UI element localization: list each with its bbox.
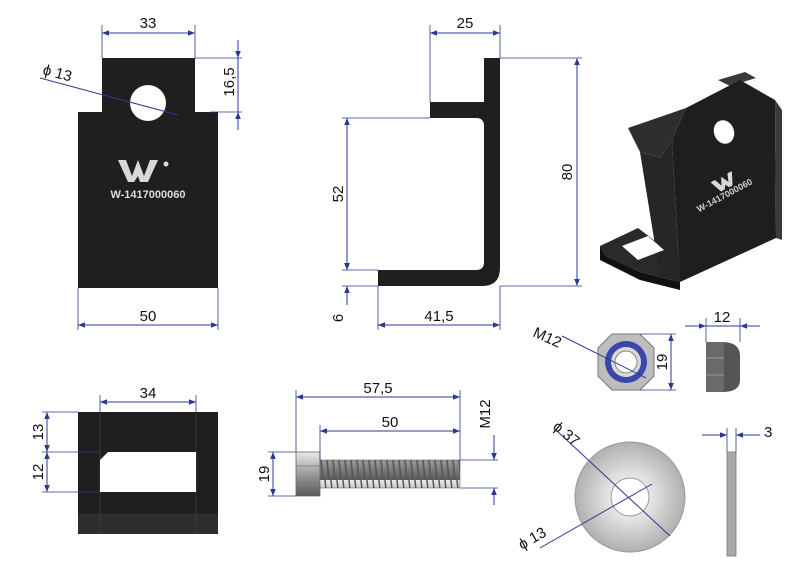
bolt-shank <box>319 459 461 489</box>
dim-16-5-label: 16,5 <box>221 67 238 96</box>
dim-m12-nut-label: M12 <box>530 324 564 351</box>
front-view-hole <box>130 85 166 121</box>
dim-50-label: 50 <box>140 308 157 325</box>
dim-25-label: 25 <box>457 15 474 32</box>
washer-side-body <box>726 451 737 557</box>
nut-side: 12 <box>685 309 760 392</box>
dim-13-label: 13 <box>30 424 47 441</box>
dim-80-label: 80 <box>559 164 576 181</box>
dim-57-5-label: 57,5 <box>363 380 392 397</box>
dim-33-label: 33 <box>140 15 157 32</box>
dim-6-label: 6 <box>330 314 347 322</box>
front-view: W-1417000060 33 ϕ 13 16,5 50 <box>39 15 242 330</box>
washer-side: 3 <box>702 424 772 557</box>
dim-line-hole <box>39 77 179 116</box>
side-view: 25 80 52 6 41,5 <box>330 15 582 330</box>
dim-50-bolt-label: 50 <box>382 414 399 431</box>
dim-19-nut-label: 19 <box>654 354 671 371</box>
dim-12-nut-label: 12 <box>714 309 731 326</box>
side-view-bracket-profile <box>378 58 500 286</box>
dim-41-5-label: 41,5 <box>424 308 453 325</box>
dim-19-bolt-label: 19 <box>256 466 273 483</box>
dim-37-label: ϕ 37 <box>549 418 582 450</box>
bottom-view: 34 13 12 <box>30 385 218 534</box>
bolt: 57,5 50 M12 19 <box>256 380 498 505</box>
dim-3-label: 3 <box>764 424 772 441</box>
dim-13-washer-label: ϕ 13 <box>516 524 550 553</box>
washer-front: ϕ 37 ϕ 13 <box>516 418 686 553</box>
dim-hole-label: ϕ 13 <box>41 61 74 85</box>
dim-line-37 <box>555 429 671 537</box>
isometric-view: W-1417000060 <box>600 72 782 290</box>
logo-mark <box>118 160 169 182</box>
dim-52-label: 52 <box>330 186 347 203</box>
dim-12-label: 12 <box>30 464 47 481</box>
dim-34-label: 34 <box>140 385 157 402</box>
bottom-view-slot <box>100 452 196 492</box>
nut-front: M12 19 <box>530 324 676 391</box>
dim-line-washer-13 <box>539 483 653 549</box>
dim-m12-bolt-label: M12 <box>477 399 494 428</box>
dim-line-m12-nut <box>561 335 647 379</box>
bolt-head <box>295 451 321 497</box>
front-view-part-code: W-1417000060 <box>110 189 185 201</box>
